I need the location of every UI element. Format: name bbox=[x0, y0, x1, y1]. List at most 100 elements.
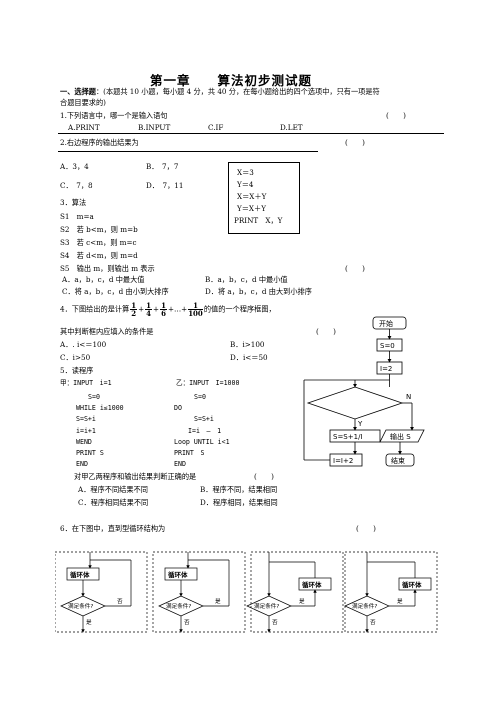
diagram-frame-c bbox=[250, 551, 344, 633]
plus-sign: + bbox=[153, 304, 160, 314]
q4-flowchart: 开始 S=0 I=2 N Y S=S+1/I 输出 S I=I+2 结束 bbox=[303, 316, 425, 467]
q5-option-d: D．程序相同，结果相同 bbox=[200, 498, 278, 507]
q1-option-a: A.PRINT bbox=[68, 123, 100, 132]
loop-body-label: 循环体 bbox=[168, 570, 188, 579]
code-line: S=0 bbox=[88, 393, 100, 401]
divider bbox=[58, 133, 444, 134]
condition-diamond bbox=[306, 386, 404, 420]
q3-step: S2 若 b<m，则 m=b bbox=[60, 225, 138, 234]
q3-option-c: C．将 a，b，c，d 由小到大排序 bbox=[62, 287, 169, 296]
q6-loop-diagrams: 循环体 循环体 循环体 循环体 满足条件? 满足条件? 满足条件? 满足条件? … bbox=[55, 551, 438, 633]
code-line: WEND bbox=[76, 437, 92, 446]
section-instruction: 一、选择题：(本题共 10 小题，每小题 4 分，共 40 分，在每小题给出的四… bbox=[60, 87, 380, 96]
q2-option-a: A．3，4 bbox=[60, 162, 89, 171]
start-label: 开始 bbox=[379, 319, 393, 328]
code-line: DO bbox=[174, 404, 182, 413]
q1-option-c: C.IF bbox=[208, 123, 224, 132]
q1-paren: ( ) bbox=[386, 111, 406, 120]
q2-option-b: B． 7，7 bbox=[146, 162, 179, 171]
page-title: 第一章 算法初步测试题 bbox=[150, 73, 313, 88]
q5-left-program: S=0 WHILE i≤1000 S=S+i i=i+1 WEND PRINT … bbox=[76, 392, 124, 470]
q5-paren: ( ) bbox=[254, 472, 274, 481]
q5-question: 对甲乙两程序和输出结果判断正确的是 bbox=[74, 472, 197, 481]
q5-intro: 5．读程序 bbox=[60, 366, 94, 375]
q4-option-c: C．i>50 bbox=[60, 353, 91, 362]
code-line: S=S+i bbox=[194, 415, 214, 424]
condition-label: 满足条件? bbox=[68, 602, 93, 610]
program-line: Y＝X＋Y bbox=[237, 204, 266, 213]
no-label: N bbox=[406, 393, 411, 401]
branch-yes-label: 是 bbox=[397, 598, 403, 605]
sum-label: S=S+1/I bbox=[333, 433, 363, 441]
q2-option-d: D． 7，11 bbox=[146, 181, 184, 190]
q1-option-d: D.LET bbox=[280, 123, 303, 132]
code-line: S=S+i bbox=[76, 415, 96, 424]
output-parallelogram bbox=[379, 429, 425, 443]
q5-left-label: 甲：INPUT i=1 bbox=[60, 379, 112, 387]
code-line: Loop UNTIL i<1 bbox=[174, 437, 230, 446]
branch-no-label: 否 bbox=[370, 619, 376, 626]
section-heading: 一、选择题 bbox=[60, 87, 96, 96]
q3-option-a: A．a，b，c，d 中最大值 bbox=[62, 275, 145, 284]
diagram-frame-b bbox=[152, 551, 246, 633]
program-line: X＝3 bbox=[237, 168, 254, 177]
code-line: i=i+1 bbox=[76, 426, 96, 435]
end-terminal bbox=[385, 453, 415, 467]
q4-option-d: D．i<＝50 bbox=[230, 353, 268, 362]
q4-paren: ( ) bbox=[316, 327, 336, 336]
output-label: 输出 S bbox=[390, 432, 411, 441]
q3-step: S5 输出 m，则输出 m 表示 bbox=[60, 264, 155, 273]
q5-right-label: 乙：INPUT I=1000 bbox=[176, 379, 240, 387]
code-line: S=0 bbox=[194, 393, 206, 401]
branch-no-label: 否 bbox=[117, 598, 123, 605]
q4-prefix: 4．下图给出的是计算 bbox=[60, 304, 130, 314]
program-line: PRINT X，Y bbox=[234, 216, 283, 225]
branch-yes-label: 是 bbox=[299, 598, 305, 605]
q4-option-a: A．. i<＝100 bbox=[60, 340, 107, 349]
q1-text: 1.下列语言中，哪一个是输入语句 bbox=[60, 111, 168, 120]
branch-yes-label: 是 bbox=[215, 598, 221, 605]
loop-body-label: 循环体 bbox=[302, 580, 322, 589]
q3-paren: ( ) bbox=[345, 264, 365, 273]
q6-paren: ( ) bbox=[356, 524, 376, 533]
q3-intro: 3．算法 bbox=[60, 198, 87, 207]
diagram-frame-d bbox=[344, 551, 438, 633]
branch-no-label: 否 bbox=[272, 619, 278, 626]
branch-yes-label: 是 bbox=[86, 619, 92, 626]
condition-label: 满足条件? bbox=[254, 602, 279, 610]
q3-step: S4 若 d<m，则 m=d bbox=[60, 251, 138, 260]
loop-body-label: 循环体 bbox=[402, 580, 422, 589]
q1-option-b: B.INPUT bbox=[138, 123, 171, 132]
q2-option-c: C． 7，8 bbox=[60, 181, 93, 190]
ellipsis: +…+ bbox=[167, 304, 188, 314]
q4-line2: 其中判断框内应填入的条件是 bbox=[60, 327, 154, 336]
q4-option-b: B．i>100 bbox=[230, 340, 265, 349]
q3-option-d: D．将 a，b，c，d 由大到小排序 bbox=[205, 287, 312, 296]
q6-text: 6．在下图中，直到型循环结构为 bbox=[60, 524, 166, 533]
instruction-continued: 合题目要求的) bbox=[60, 98, 106, 107]
plus-sign: + bbox=[138, 304, 145, 314]
code-line: I=i — 1 bbox=[188, 426, 222, 435]
q3-step: S1 m=a bbox=[60, 212, 94, 221]
end-label: 结束 bbox=[391, 456, 405, 465]
q3-step: S3 若 c<m，则 m=c bbox=[60, 238, 137, 247]
program-line: X＝X＋Y bbox=[237, 192, 267, 201]
q2-text: 2.右边程序的输出结果为 bbox=[60, 138, 139, 147]
q5-option-c: C．程序相同结果不同 bbox=[78, 498, 149, 507]
diagram-frame-a bbox=[55, 551, 148, 633]
code-line: END bbox=[174, 460, 186, 469]
condition-label: 满足条件? bbox=[352, 602, 377, 610]
q3-option-b: B．a，b，c，d 中最小值 bbox=[205, 275, 288, 284]
q4-suffix: 的值的一个程序框图， bbox=[203, 304, 276, 314]
q2-program-box: X＝3 Y＝4 X＝X＋Y Y＝X＋Y PRINT X，Y bbox=[228, 162, 300, 234]
code-line: WHILE i≤1000 bbox=[76, 404, 124, 413]
code-line: END bbox=[76, 460, 88, 469]
program-line: Y＝4 bbox=[237, 180, 254, 189]
loop-body-label: 循环体 bbox=[70, 570, 90, 579]
code-line: PRINT S bbox=[174, 449, 205, 458]
